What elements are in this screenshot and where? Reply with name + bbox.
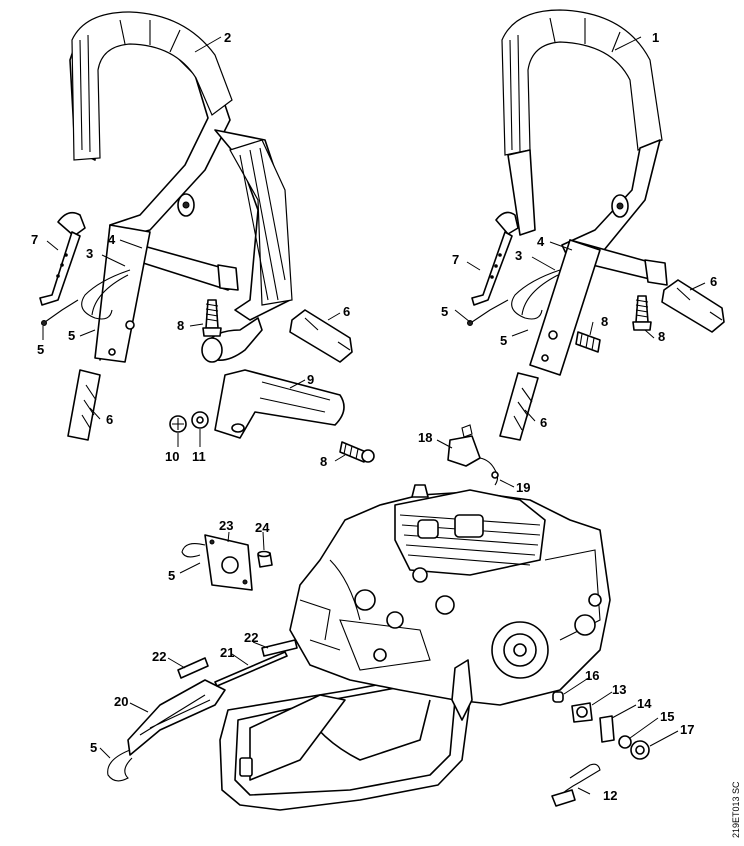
part-label-5: 5 — [500, 333, 507, 348]
part-labels: 1 2 3 3 4 4 5 5 5 5 5 5 6 6 6 6 7 7 8 8 … — [31, 30, 717, 803]
part-label-11: 11 — [192, 449, 206, 464]
part-label-18: 18 — [418, 430, 432, 445]
left-small-parts — [39, 211, 375, 463]
lower-small-parts — [107, 424, 650, 807]
right-small-parts — [467, 211, 725, 441]
document-code: 219ET013 SC — [731, 781, 741, 838]
part-label-5: 5 — [90, 740, 97, 755]
part-label-24: 24 — [255, 520, 270, 535]
part-label-8: 8 — [177, 318, 184, 333]
part-label-5: 5 — [68, 328, 75, 343]
part-label-4: 4 — [108, 232, 116, 247]
part-label-17: 17 — [680, 722, 694, 737]
part-label-6: 6 — [710, 274, 717, 289]
part-label-5: 5 — [37, 342, 44, 357]
part-label-1: 1 — [652, 30, 659, 45]
part-label-19: 19 — [516, 480, 530, 495]
handlebar-left — [69, 11, 293, 363]
part-label-2: 2 — [224, 30, 231, 45]
part-label-23: 23 — [219, 518, 233, 533]
part-label-6: 6 — [106, 412, 113, 427]
part-label-22: 22 — [152, 649, 166, 664]
part-label-20: 20 — [114, 694, 128, 709]
part-label-6: 6 — [540, 415, 547, 430]
part-label-15: 15 — [660, 709, 674, 724]
part-label-22: 22 — [244, 630, 258, 645]
part-label-7: 7 — [31, 232, 38, 247]
part-label-3: 3 — [515, 248, 522, 263]
part-label-8: 8 — [320, 454, 327, 469]
part-label-13: 13 — [612, 682, 626, 697]
part-label-5: 5 — [168, 568, 175, 583]
part-label-12: 12 — [603, 788, 617, 803]
part-label-9: 9 — [307, 372, 314, 387]
part-label-4: 4 — [537, 234, 545, 249]
part-label-5: 5 — [441, 304, 448, 319]
part-label-8: 8 — [658, 329, 665, 344]
part-label-10: 10 — [165, 449, 179, 464]
part-label-7: 7 — [452, 252, 459, 267]
part-label-14: 14 — [637, 696, 652, 711]
part-label-16: 16 — [585, 668, 599, 683]
leader-lines — [42, 36, 706, 795]
part-label-6: 6 — [343, 304, 350, 319]
part-label-8: 8 — [601, 314, 608, 329]
part-label-21: 21 — [220, 645, 234, 660]
part-label-3: 3 — [86, 246, 93, 261]
chainsaw-body — [219, 484, 611, 811]
